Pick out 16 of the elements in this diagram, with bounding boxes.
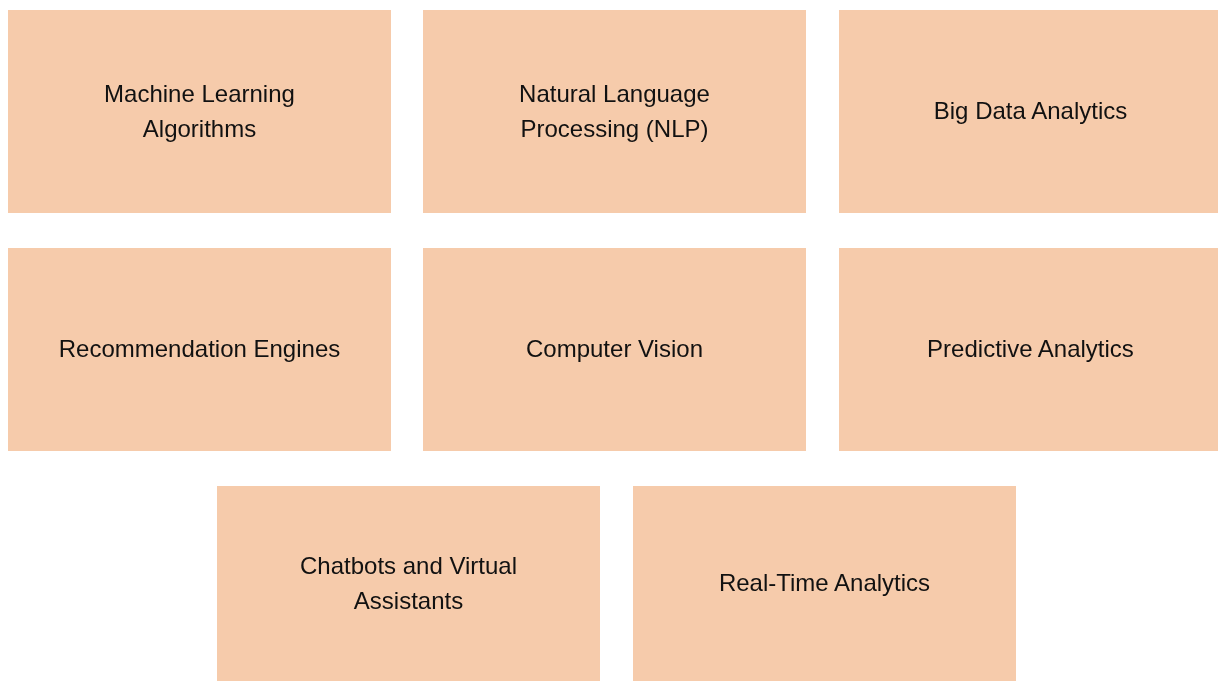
topic-box [423, 248, 806, 451]
topic-box [8, 10, 391, 213]
topic-box [633, 486, 1016, 681]
topic-label: Real-Time Analytics [718, 568, 931, 599]
topic-box [423, 10, 806, 213]
topic-box [839, 10, 1218, 213]
topic-label: Recommendation Engines [58, 334, 341, 365]
topic-label: Predictive Analytics [927, 334, 1134, 365]
topic-label: Natural Language Processing (NLP) [518, 78, 711, 144]
topic-box [839, 248, 1218, 451]
topic-box [8, 248, 391, 451]
topic-label: Machine Learning Algorithms [103, 78, 296, 144]
topic-label: Computer Vision [526, 334, 703, 365]
topic-label: Chatbots and Virtual Assistants [299, 550, 518, 616]
topic-box [217, 486, 600, 681]
topic-label: Big Data Analytics [933, 96, 1128, 127]
